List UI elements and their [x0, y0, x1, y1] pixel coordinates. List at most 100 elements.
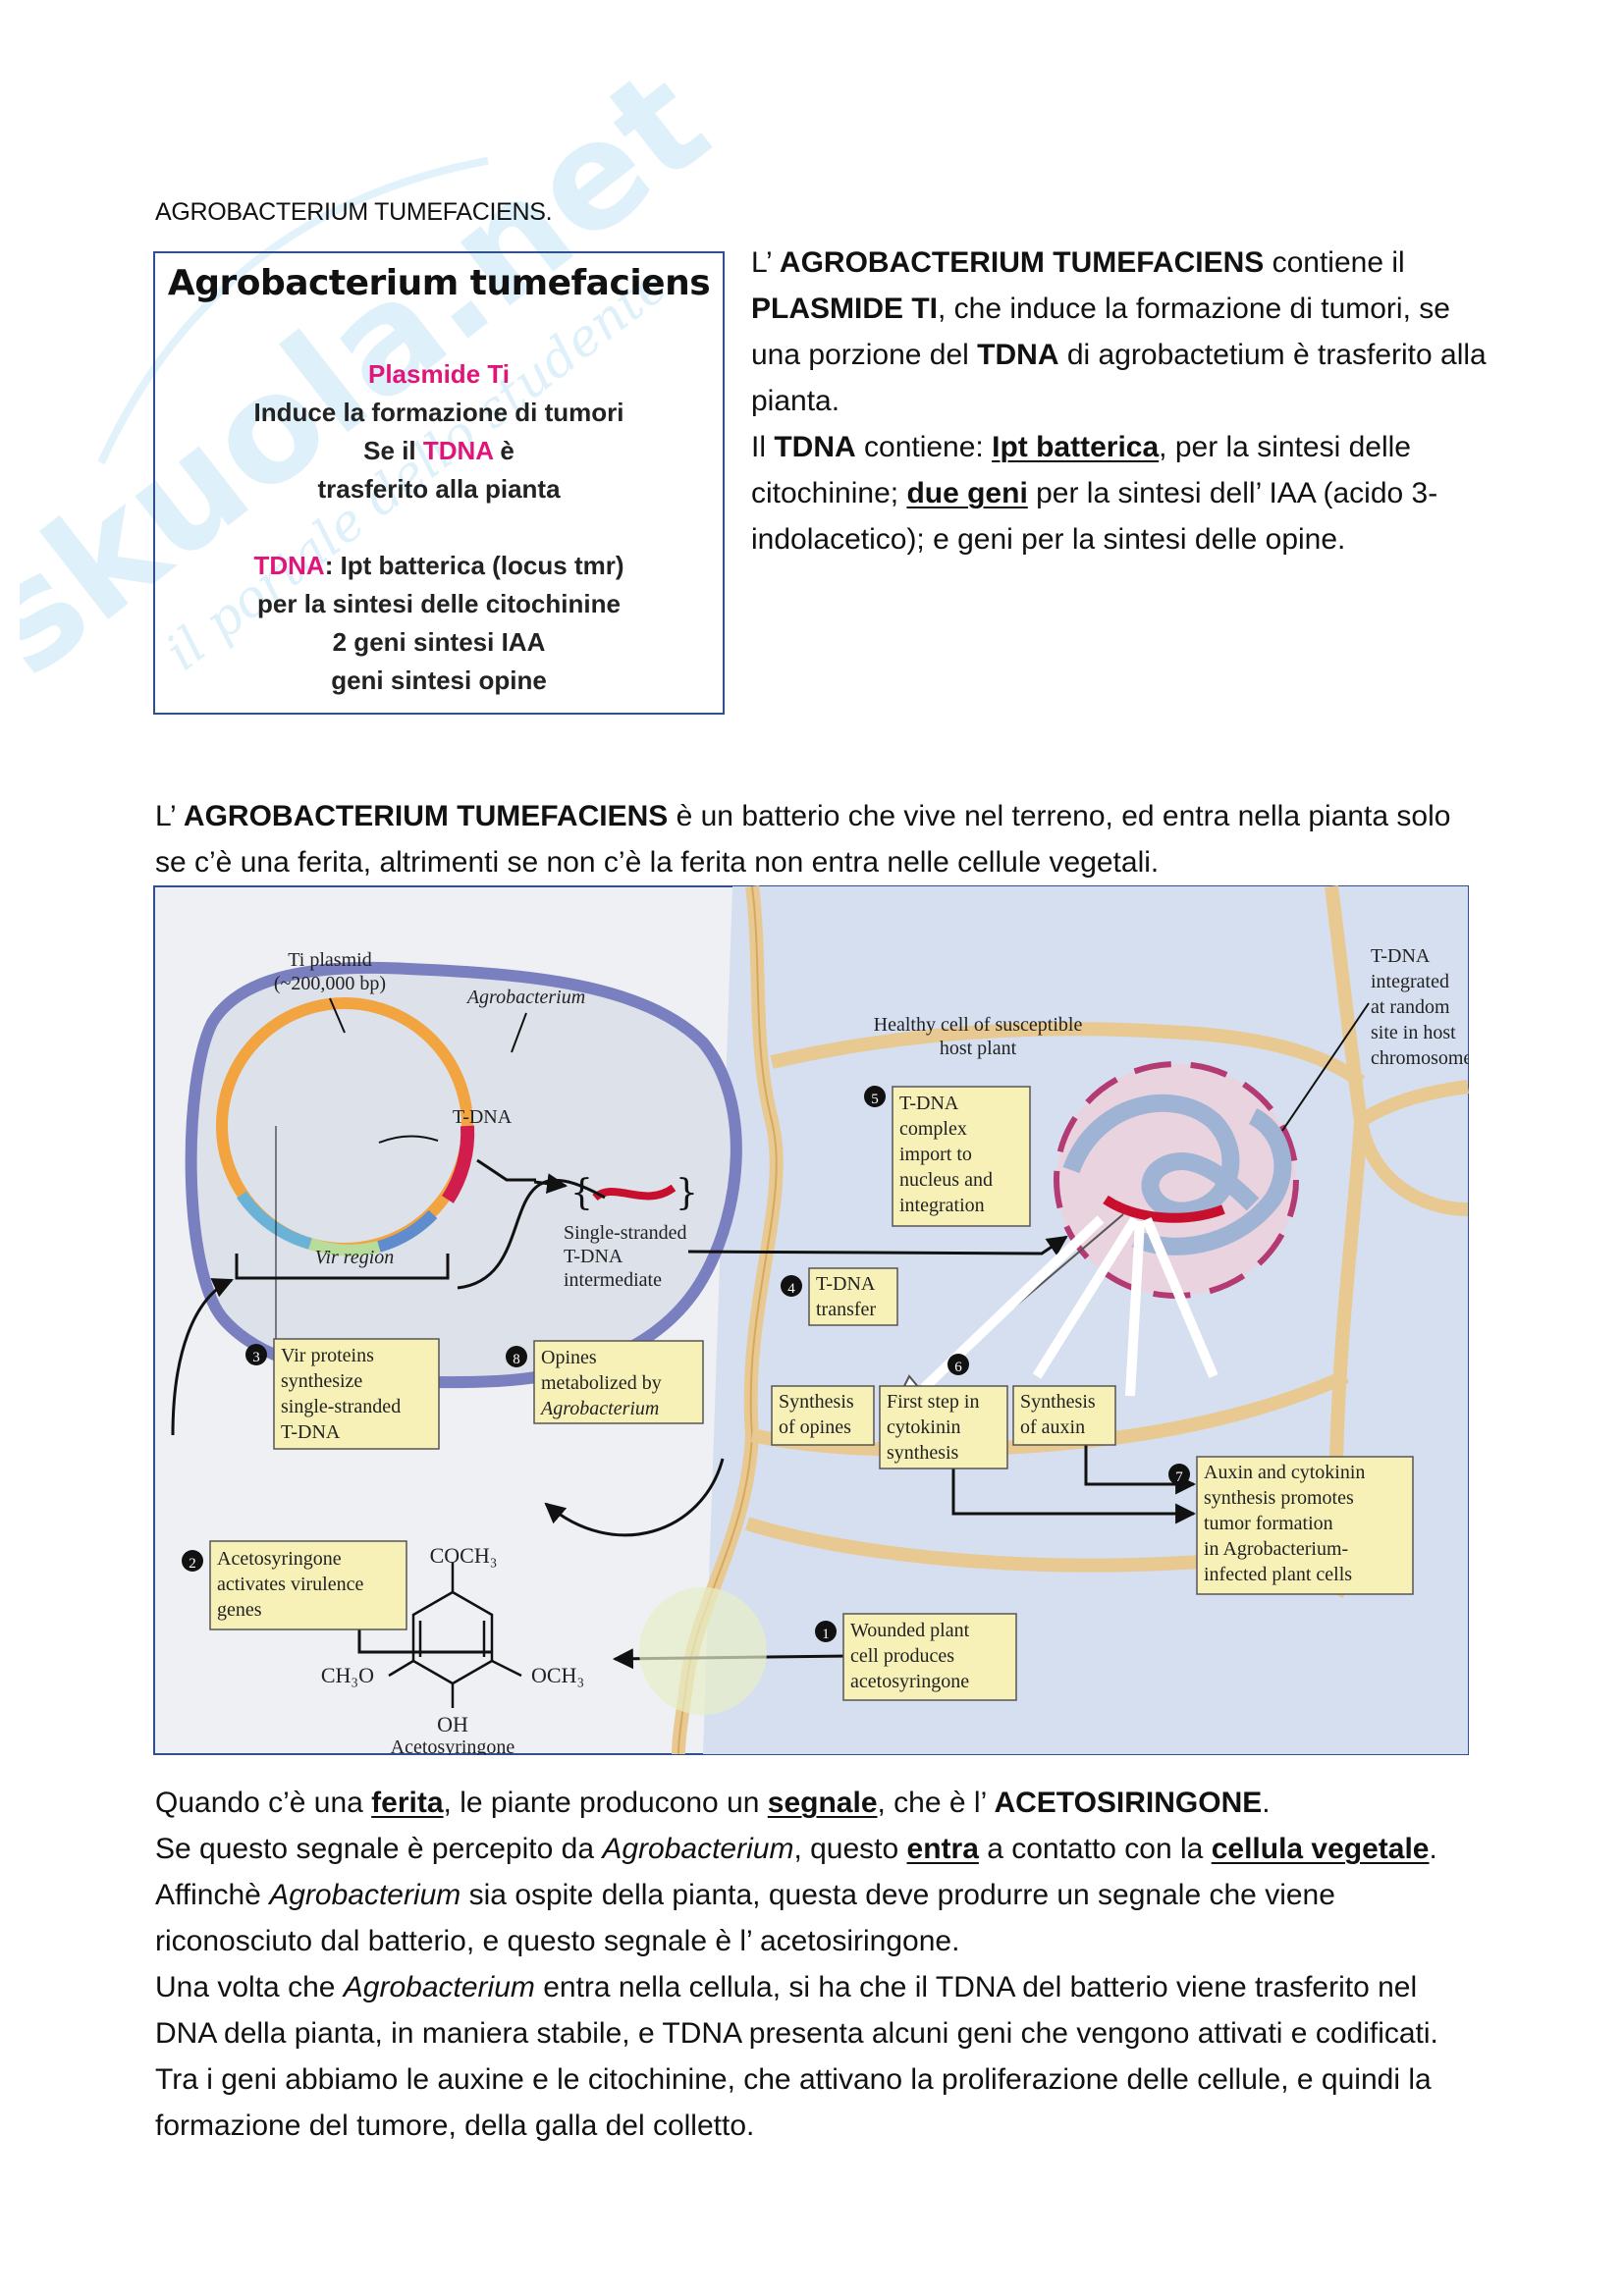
- text-run: entra nella cellula, si ha che il TDNA d…: [155, 1971, 1438, 2050]
- infection-diagram: { }: [153, 885, 1469, 1755]
- agrobacterium-cell: { }: [185, 961, 742, 1389]
- integrated-label: site in host: [1371, 1022, 1456, 1043]
- step-2-text: activates virulence: [217, 1574, 363, 1595]
- step-5-marker: [864, 1086, 886, 1107]
- step-8-marker: [506, 1346, 527, 1367]
- text-bold-underline: entra: [906, 1833, 979, 1865]
- step-8-text: Opines: [541, 1347, 597, 1368]
- text-run: è un batterio che vive nel terreno, ed e…: [155, 800, 1451, 879]
- step-5-text: complex: [899, 1118, 967, 1140]
- bp-label: (~200,000 bp): [274, 973, 386, 994]
- brace-right: }: [676, 1173, 698, 1213]
- synthesis-opines-box: [771, 1385, 875, 1446]
- text-italic: Agrobacterium: [343, 1971, 535, 2003]
- summary-line: Induce la formazione di tumori: [253, 398, 624, 427]
- synthesis-opines-text: of opines: [779, 1416, 851, 1438]
- summary-text-highlight: TDNA: [253, 551, 325, 580]
- step-7-text: infected plant cells: [1204, 1564, 1352, 1585]
- text-run: Una volta che: [155, 1971, 344, 2003]
- single-stranded-label-2: T-DNA: [564, 1246, 623, 1267]
- text-run: L’: [155, 800, 184, 832]
- synthesis-auxin-text: of auxin: [1020, 1416, 1085, 1438]
- step-3-text: T-DNA: [281, 1421, 341, 1443]
- text-run: , per la sintesi delle citochinine;: [751, 431, 1411, 509]
- acetosyringone-molecule: [388, 1563, 522, 1708]
- single-stranded-label-1: Single-stranded: [564, 1222, 687, 1244]
- text-bold: AGROBACTERIUM TUMEFACIENS: [779, 246, 1265, 279]
- step-7-text: in Agrobacterium-: [1204, 1538, 1348, 1560]
- healthy-cell-label-1: Healthy cell of susceptible: [874, 1014, 1083, 1036]
- cytokinin-box: [879, 1385, 1008, 1469]
- nucleus: [1054, 1061, 1299, 1299]
- step-3-box: [273, 1338, 440, 1450]
- step-4-marker: [781, 1275, 802, 1297]
- step-2-marker: [182, 1550, 203, 1572]
- step-5-text: T-DNA: [899, 1093, 959, 1114]
- step-1-text: acetosyringone: [850, 1671, 969, 1692]
- summary-box-body: Plasmide Ti Induce la formazione di tumo…: [155, 355, 723, 700]
- summary-line: per la sintesi delle citochinine: [257, 589, 621, 618]
- text-run: .: [1429, 1833, 1437, 1865]
- cytokinin-text: cytokinin: [887, 1416, 961, 1438]
- text-bold-underline: segnale: [767, 1787, 878, 1819]
- step-5-text: nucleus and: [899, 1169, 993, 1191]
- ti-plasmid-label: Ti plasmid: [288, 949, 371, 971]
- summary-line: Plasmide Ti: [367, 359, 511, 389]
- step-1-marker: [815, 1621, 837, 1642]
- integrated-pointer: [1281, 1002, 1370, 1132]
- summary-box-title: Agrobacterium tumefaciens: [167, 263, 711, 303]
- ch3o-label: CH₃O: [321, 1663, 374, 1687]
- coch3-label: COCH₃: [430, 1543, 498, 1568]
- wound-glow: [639, 1587, 767, 1715]
- step-4-number: 4: [787, 1281, 795, 1297]
- agrobacterium-label: Agrobacterium: [465, 987, 585, 1008]
- text-bold: AGROBACTERIUM TUMEFACIENS: [183, 800, 669, 832]
- summary-line: geni sintesi opine: [331, 666, 547, 695]
- step-1-text: Wounded plant: [850, 1620, 970, 1641]
- text-bold-underline: due geni: [906, 477, 1028, 509]
- oh-label: OH: [437, 1712, 468, 1736]
- summary-spacer: [155, 508, 723, 547]
- text-bold-underline: cellula vegetale: [1211, 1833, 1430, 1865]
- synthesis-auxin-box: [1012, 1385, 1116, 1446]
- text-bold-underline: ferita: [371, 1787, 444, 1819]
- step-7-number: 7: [1175, 1469, 1183, 1485]
- text-italic: Agrobacterium: [269, 1879, 461, 1911]
- text-italic: Agrobacterium: [602, 1833, 794, 1865]
- step-3-text: single-stranded: [281, 1396, 401, 1417]
- integrated-label: chromosomes: [1371, 1047, 1469, 1069]
- text-run: , che è l’: [877, 1787, 995, 1819]
- text-bold: ACETOSIRINGONE: [994, 1787, 1263, 1819]
- step-7-text: tumor formation: [1204, 1513, 1333, 1534]
- step-1-text: cell produces: [850, 1645, 954, 1667]
- text-run: contiene il: [1264, 246, 1405, 279]
- step-3-text: Vir proteins: [281, 1345, 374, 1366]
- brace-left: {: [570, 1173, 593, 1213]
- step-2-box: [209, 1540, 407, 1630]
- summary-text: è: [493, 436, 514, 465]
- text-run: , questo: [793, 1833, 907, 1865]
- step-8-text: Agrobacterium: [539, 1398, 659, 1419]
- step-8-box: [533, 1340, 704, 1424]
- text-run: , che induce la formazione di tumori, se…: [751, 293, 1450, 371]
- step-7-text: Auxin and cytokinin: [1204, 1462, 1365, 1483]
- step-5-number: 5: [871, 1092, 879, 1107]
- step-2-number: 2: [189, 1556, 196, 1572]
- synthesis-opines-text: Synthesis: [779, 1391, 854, 1413]
- summary-line: TDNA: Ipt batterica (locus tmr): [155, 547, 723, 585]
- acetosyringone-label: Acetosyringone: [391, 1736, 515, 1755]
- page-heading: AGROBACTERIUM TUMEFACIENS.: [155, 198, 553, 226]
- step-4-text: T-DNA: [816, 1273, 876, 1295]
- step-5-box: [892, 1086, 1031, 1227]
- summary-line: trasferito alla pianta: [317, 474, 561, 504]
- text-run: Il: [751, 431, 775, 463]
- text-bold: TDNA: [774, 431, 856, 463]
- summary-text: Se il: [363, 436, 423, 465]
- integrated-label: at random: [1371, 996, 1450, 1018]
- integrated-label: T-DNA: [1371, 945, 1431, 967]
- step-2-text: Acetosyringone: [217, 1548, 342, 1570]
- text-run: Affinchè: [155, 1879, 270, 1911]
- text-run: sia ospite della pianta, questa deve pro…: [155, 1879, 1335, 1957]
- agro-pointer: [511, 1012, 527, 1053]
